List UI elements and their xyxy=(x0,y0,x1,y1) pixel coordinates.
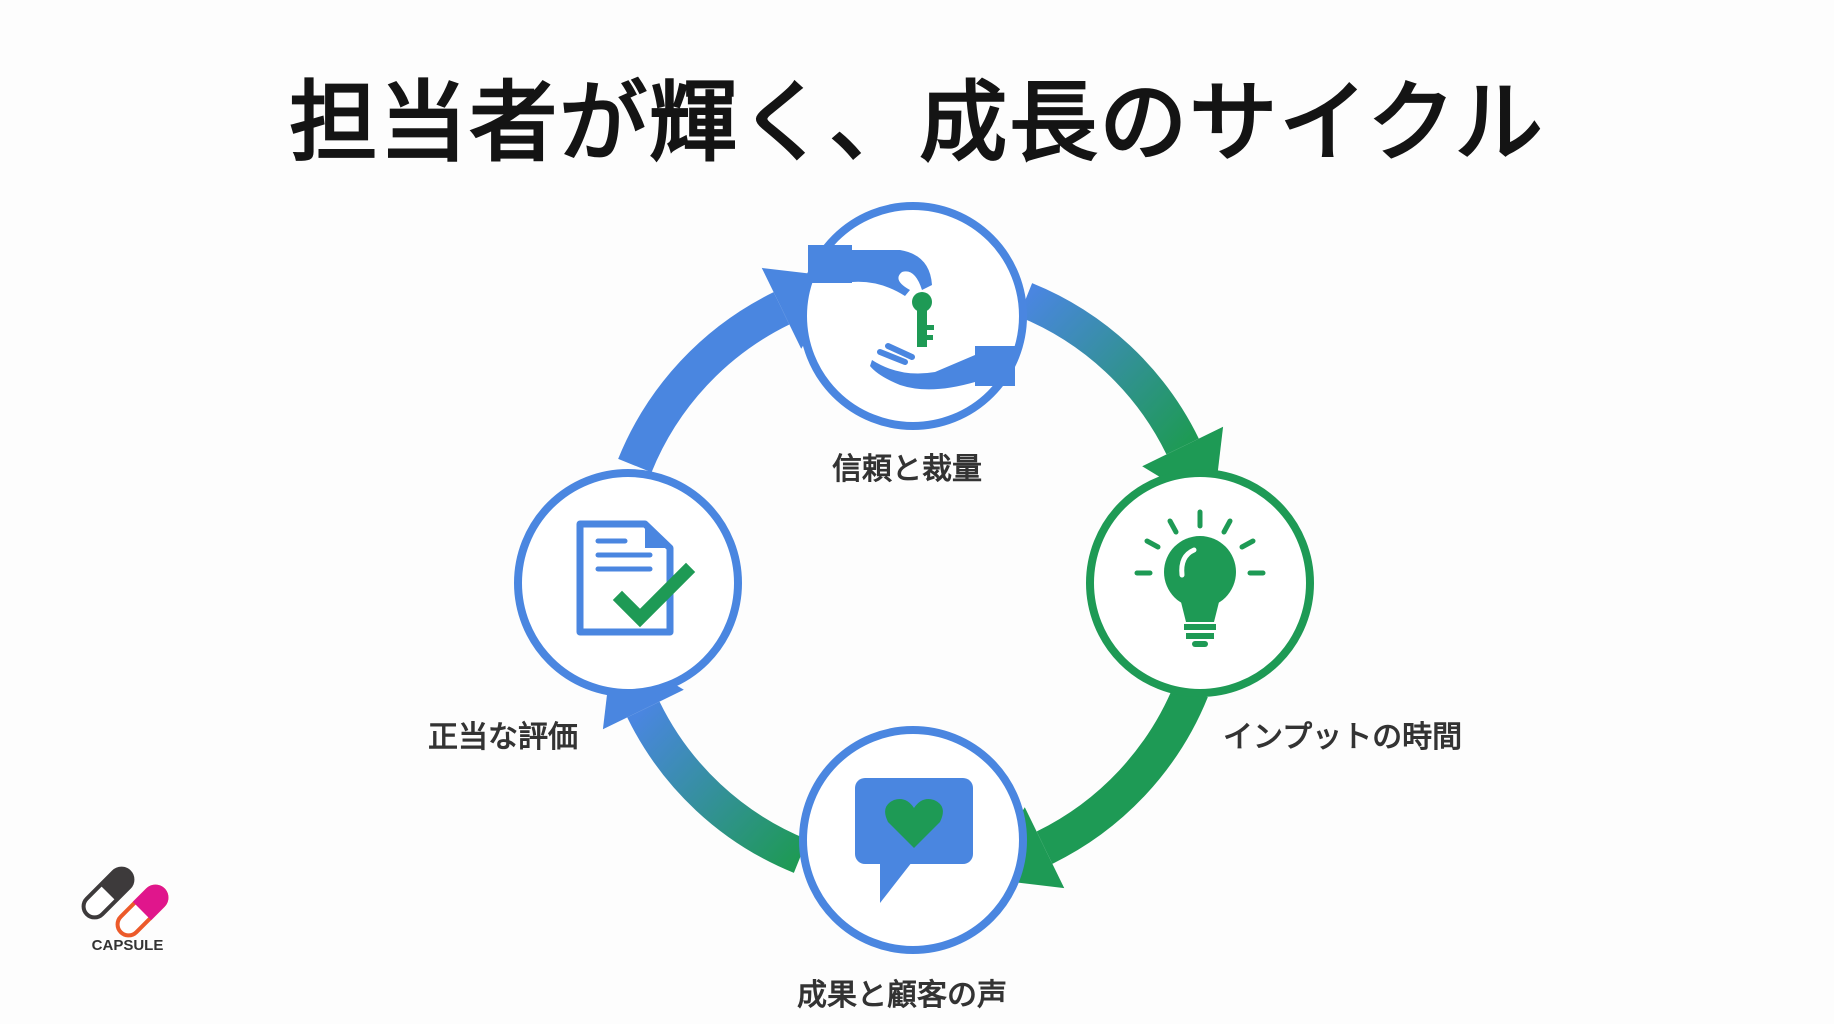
arrow-shaft xyxy=(627,701,808,873)
step-node-input xyxy=(1086,469,1314,697)
arrow-shaft xyxy=(618,292,790,473)
step-node-evaluation xyxy=(514,469,742,697)
step-node-trust xyxy=(799,202,1027,430)
step-label-input: インプットの時間 xyxy=(1223,720,1463,755)
step-label-evaluation: 正当な評価 xyxy=(428,720,578,755)
capsule-logo xyxy=(81,866,169,938)
arrow-shaft xyxy=(1036,683,1208,864)
lightbulb-icon xyxy=(1134,509,1266,647)
step-node-results xyxy=(799,726,1027,954)
speech-bubble-heart-icon xyxy=(855,778,973,903)
step-label-trust: 信頼と裁量 xyxy=(832,452,982,487)
document-check-icon xyxy=(576,520,696,636)
page-title: 担当者が輝く、成長のサイクル xyxy=(289,71,1545,174)
arrow-shaft xyxy=(1018,283,1199,455)
hand-over-key-icon xyxy=(808,245,1015,390)
step-label-results: 成果と顧客の声 xyxy=(797,978,1007,1013)
logo-text: CAPSULE xyxy=(91,937,164,954)
